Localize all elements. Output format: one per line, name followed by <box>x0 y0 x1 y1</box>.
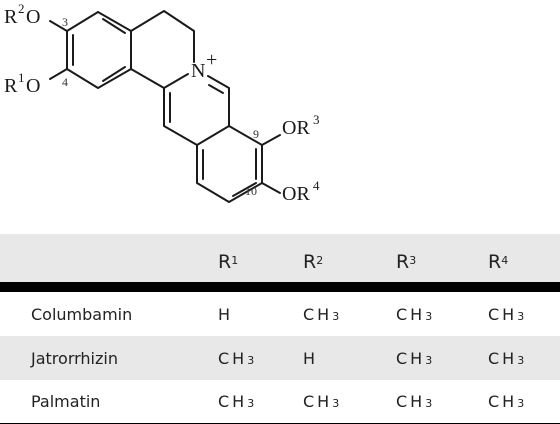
svg-text:O: O <box>26 75 40 97</box>
position-3: 3 <box>62 15 68 29</box>
compound-name: Palmatin <box>31 392 101 411</box>
r2o-label: R 2 O <box>4 1 40 28</box>
bond-r2o <box>49 20 68 32</box>
svg-text:1: 1 <box>18 70 25 85</box>
position-9: 9 <box>253 127 259 141</box>
svg-text:R: R <box>4 6 18 28</box>
or3-label: OR 3 <box>282 112 320 139</box>
positive-charge: + <box>206 49 217 71</box>
bond-or4 <box>261 182 281 194</box>
bond-or3 <box>261 134 281 146</box>
svg-text:OR: OR <box>282 183 310 205</box>
svg-text:OR: OR <box>282 117 310 139</box>
chemical-structure: N + R 2 O R 1 O OR 3 OR 4 3 4 9 10 <box>4 1 320 205</box>
ring-d <box>196 125 263 203</box>
substituent-cell: H <box>218 304 234 324</box>
svg-text:4: 4 <box>313 178 320 193</box>
position-4: 4 <box>62 75 68 89</box>
svg-text:R: R <box>4 75 18 97</box>
bond-r1o <box>49 68 68 80</box>
svg-text:3: 3 <box>313 112 320 127</box>
svg-text:2: 2 <box>18 1 25 16</box>
substituent-cell: H <box>303 348 319 368</box>
compound-name: Columbamin <box>31 304 133 324</box>
position-10: 10 <box>245 184 257 198</box>
svg-text:O: O <box>26 6 40 28</box>
nitrogen-label: N <box>191 60 205 82</box>
ring-c <box>163 75 230 146</box>
or4-label: OR 4 <box>282 178 320 205</box>
compound-name: Jatrorrhizin <box>31 348 118 368</box>
header-rule <box>0 282 560 292</box>
r1o-label: R 1 O <box>4 70 40 97</box>
ring-b <box>130 10 195 89</box>
ring-a <box>66 11 132 89</box>
